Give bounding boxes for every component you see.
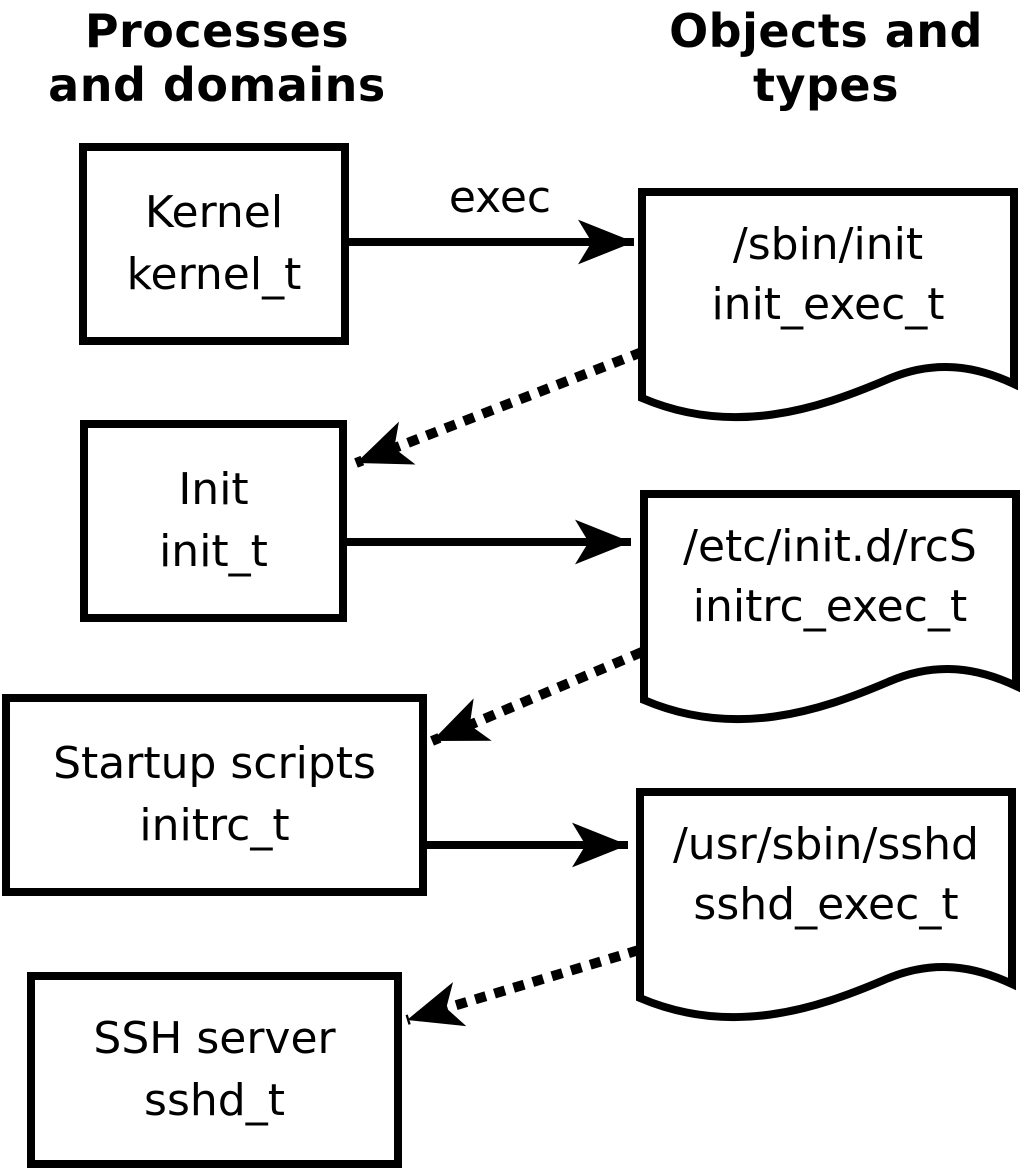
object-label-sbin-init: /sbin/init init_exec_t bbox=[638, 215, 1018, 335]
object-document-usr-sbin-sshd bbox=[636, 788, 1016, 1022]
object-label-usr-sbin-sshd: /usr/sbin/sshd sshd_exec_t bbox=[636, 815, 1016, 935]
process-box-ssh-server: SSH server sshd_t bbox=[27, 972, 402, 1168]
document-shape-icon bbox=[640, 490, 1020, 724]
process-domain-type: sshd_t bbox=[144, 1075, 285, 1126]
object-document-etc-initd-rcs bbox=[640, 490, 1020, 724]
column-header-processes-and-domains: Processes and domains bbox=[48, 4, 386, 112]
process-box-init: Init init_t bbox=[80, 420, 347, 622]
column-header-objects-and-types: Objects and types bbox=[669, 4, 983, 112]
object-label-etc-initd-rcs: /etc/init.d/rcS initrc_exec_t bbox=[640, 517, 1020, 637]
process-domain-type: init_t bbox=[159, 526, 268, 577]
process-name: SSH server bbox=[93, 1013, 336, 1064]
process-box-kernel: Kernel kernel_t bbox=[79, 143, 349, 345]
object-file-type: init_exec_t bbox=[711, 279, 945, 330]
object-document-sbin-init bbox=[638, 188, 1018, 422]
process-name: Kernel bbox=[144, 187, 284, 238]
object-file-type: sshd_exec_t bbox=[693, 879, 959, 930]
process-name: Startup scripts bbox=[53, 738, 376, 789]
transition-arrow-sbin-init-to-init bbox=[354, 347, 644, 468]
document-shape-icon bbox=[636, 788, 1016, 1022]
process-domain-type: initrc_t bbox=[139, 800, 290, 851]
process-box-startup-scripts: Startup scripts initrc_t bbox=[2, 694, 427, 896]
transition-arrow-rcs-to-startup bbox=[430, 647, 644, 746]
exec-arrow-label: exec bbox=[448, 172, 552, 223]
transition-arrow-sshd-to-ssh-server bbox=[405, 945, 641, 1027]
document-shape-icon bbox=[638, 188, 1018, 422]
object-path: /etc/init.d/rcS bbox=[683, 521, 977, 572]
object-path: /usr/sbin/sshd bbox=[672, 819, 979, 870]
object-path: /sbin/init bbox=[732, 219, 924, 270]
process-name: Init bbox=[178, 464, 249, 515]
object-file-type: initrc_exec_t bbox=[692, 581, 968, 632]
process-domain-type: kernel_t bbox=[126, 249, 302, 300]
